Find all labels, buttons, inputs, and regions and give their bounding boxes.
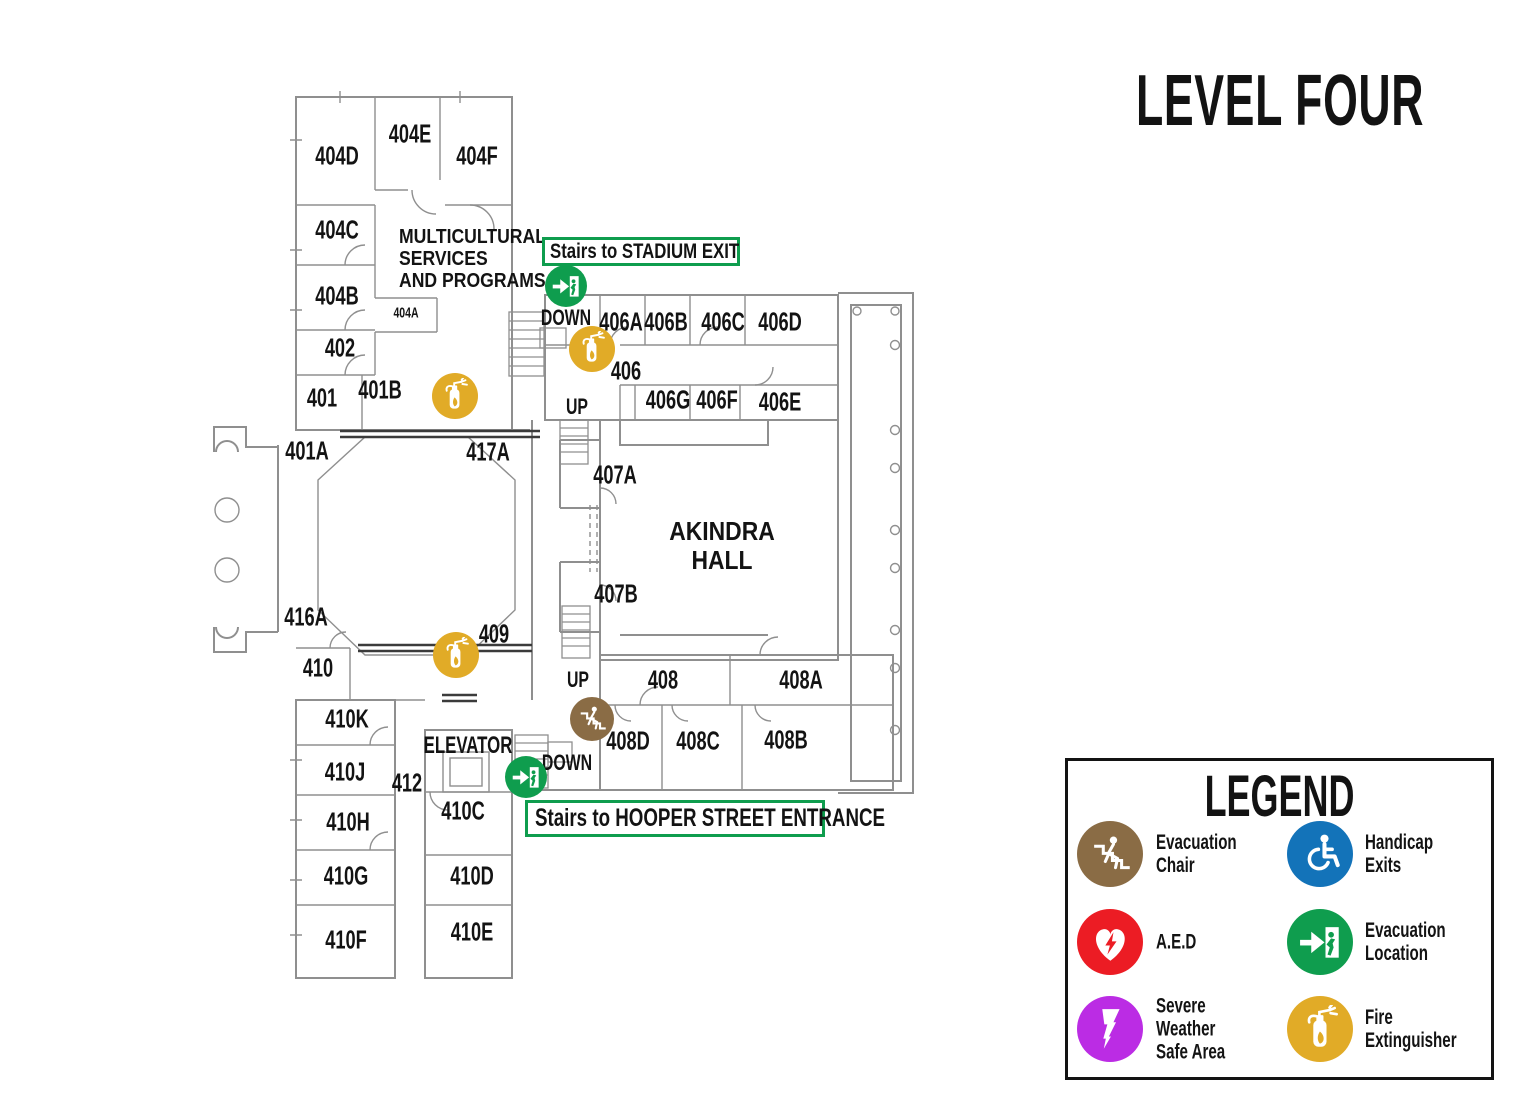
room-label-404b: 404B: [315, 280, 359, 311]
callout-stairs-hooper-street: Stairs to HOOPER STREET ENTRANCE: [525, 800, 885, 837]
fire-extinguisher-icon: [432, 373, 478, 419]
room-label-406f: 406F: [696, 384, 738, 415]
room-label-406e: 406E: [758, 386, 802, 417]
room-label-410k: 410K: [325, 703, 369, 734]
callout-stadium-text: Stairs to STADIUM EXIT: [550, 240, 740, 263]
room-label-404a: 404A: [393, 304, 419, 322]
evacuation-location-icon: [1287, 909, 1353, 975]
room-label-408: 408: [647, 664, 679, 695]
handicap-icon: [1287, 821, 1353, 887]
stair-label-up-top: UP: [565, 394, 589, 419]
legend-label-handicap-exits: Handicap Exits: [1365, 830, 1434, 877]
room-label-410h: 410H: [326, 806, 370, 837]
area-label-multicultural-services: MULTICULTURAL SERVICES AND PROGRAMS: [399, 226, 546, 292]
stair-label-up-bottom: UP: [566, 667, 590, 692]
fire-extinguisher-icon: [569, 326, 615, 372]
room-label-406c: 406C: [701, 306, 745, 337]
legend-label-evacuation-location: Evacuation Location: [1365, 918, 1446, 965]
evacuation-location-icon: [545, 265, 587, 307]
callout-stairs-stadium-exit: Stairs to STADIUM EXIT: [542, 237, 740, 266]
room-label-407b: 407B: [594, 578, 638, 609]
room-label-406g: 406G: [645, 384, 691, 415]
legend-title: LEGEND: [1204, 764, 1355, 829]
room-label-409: 409: [478, 618, 510, 649]
stair-label-down-bottom: DOWN: [541, 750, 593, 775]
fire-extinguisher-icon: [1287, 996, 1353, 1062]
room-label-401a: 401A: [285, 435, 329, 466]
room-label-410e: 410E: [450, 916, 494, 947]
stair-label-down-top: DOWN: [540, 305, 592, 330]
page-title: LEVEL FOUR: [1136, 61, 1425, 141]
fire-extinguisher-icon: [433, 632, 479, 678]
room-label-408c: 408C: [676, 725, 720, 756]
aed-icon: [1077, 909, 1143, 975]
room-label-404c: 404C: [315, 214, 359, 245]
room-label-404d: 404D: [315, 140, 359, 171]
room-label-410: 410: [302, 652, 334, 683]
area-label-akindra-hall: AKINDRA HALL: [669, 515, 775, 575]
legend: LEGEND Evacuation Chair Handicap Exits A…: [1065, 758, 1494, 1080]
room-label-410g: 410G: [323, 860, 369, 891]
room-label-401b: 401B: [358, 374, 402, 405]
evacuation-chair-icon: [570, 697, 614, 741]
room-label-401: 401: [306, 382, 338, 413]
legend-label-fire-extinguisher: Fire Extinguisher: [1365, 1005, 1457, 1052]
legend-label-evacuation-chair: Evacuation Chair: [1156, 830, 1237, 877]
room-label-406d: 406D: [758, 306, 802, 337]
room-label-406b: 406B: [644, 306, 688, 337]
room-label-410d: 410D: [450, 860, 494, 891]
callout-hooper-text: Stairs to HOOPER STREET ENTRANCE: [535, 804, 886, 832]
room-label-410j: 410J: [324, 756, 366, 787]
evacuation-chair-icon: [1077, 821, 1143, 887]
room-label-417a: 417A: [466, 436, 510, 467]
room-label-412: 412: [391, 767, 423, 798]
room-label-402: 402: [324, 332, 356, 363]
room-label-404f: 404F: [456, 140, 498, 171]
room-label-408a: 408A: [779, 664, 823, 695]
room-label-406: 406: [610, 355, 642, 386]
room-label-408d: 408D: [606, 725, 650, 756]
legend-label-aed: A.E.D: [1156, 930, 1197, 954]
room-label-410c: 410C: [441, 795, 485, 826]
area-label-elevator: ELEVATOR: [423, 732, 513, 759]
room-label-410f: 410F: [325, 924, 367, 955]
room-label-416a: 416A: [284, 601, 328, 632]
room-label-404e: 404E: [388, 118, 432, 149]
room-label-408b: 408B: [764, 724, 808, 755]
severe-weather-icon: [1077, 996, 1143, 1062]
room-label-407a: 407A: [593, 459, 637, 490]
legend-label-severe-weather: Severe Weather Safe Area: [1156, 994, 1226, 1064]
evacuation-location-icon: [505, 756, 547, 798]
